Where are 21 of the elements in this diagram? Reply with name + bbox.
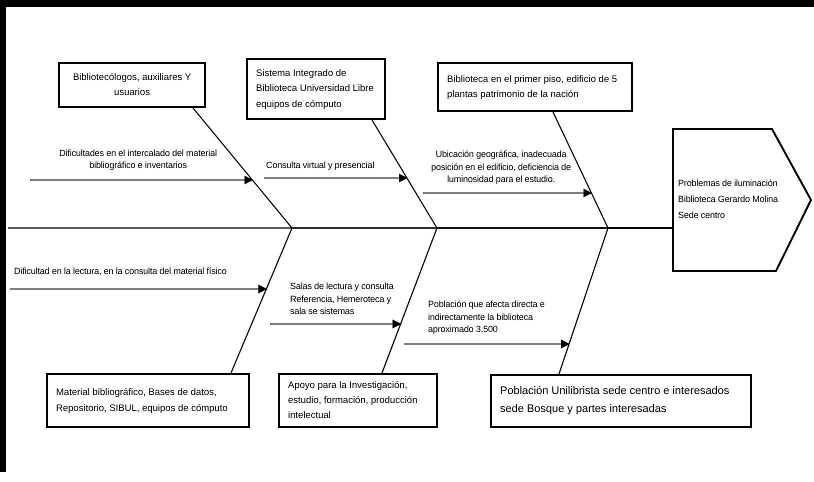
category-text: Biblioteca en el primer piso, edificio de 5 plantas patrimonio de la nación [447,72,618,102]
category-box [490,374,752,428]
cause-text: Población que afecta directa e indirectamente la biblioteca aproximado 3.500 [428,298,546,336]
cause-text: Dificultades en el intercalado del material bibliográfico e inventarios [58,146,218,172]
category-box [58,62,206,108]
category-box [46,373,250,428]
problem-text: Problemas de iluminación Biblioteca Gerardo Molina Sede centro [678,177,779,222]
cause-text: Dificultad en la lectura, en la consulta del material físico [14,265,228,278]
problem-head-pentagon [672,128,812,272]
bone-line [558,227,672,374]
category-text: Bibliotecólogos, auxiliares Y usuarios [72,70,192,100]
cause-text: Ubicación geográfica, inadecuada posición en el edificio, deficiencia de luminosidad para el estudio. [430,148,572,186]
category-box [246,58,386,120]
category-text: Material bibliográfico, Bases de datos, Repositorio, SIBUL, equipos de cómputo [56,386,229,416]
category-box [278,373,438,428]
category-text: Población Unilibrista sede centro e interesados sede Bosque y partes interesadas [500,384,730,417]
cause-text: Salas de lectura y consulta Referencia, Hemeroteca y sala se sistemas [290,280,395,318]
category-box [437,62,633,112]
category-text: Sistema Integrado de Biblioteca Universidad Libre equipos de cómputo [256,67,375,112]
category-text: Apoyo para la Investigación, estudio, formación, producción intelectual [288,378,418,424]
cause-text: Consulta virtual y presencial [266,159,376,172]
